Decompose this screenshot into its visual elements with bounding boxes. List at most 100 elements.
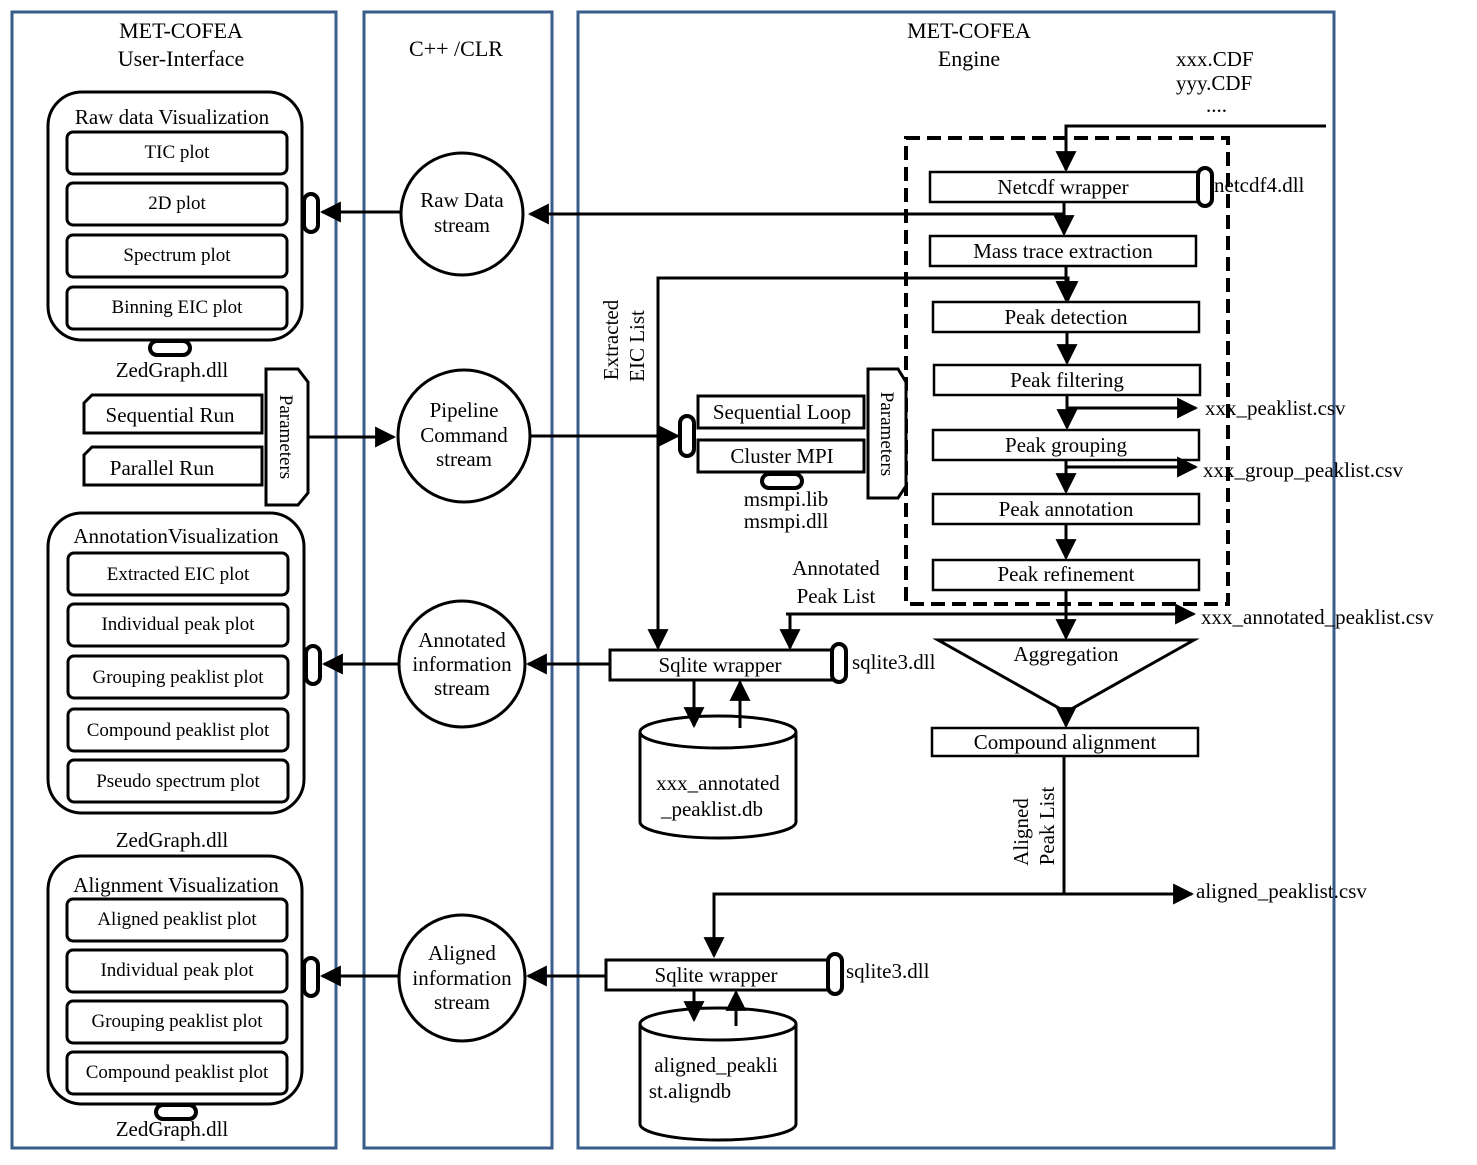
pipeline-step-box <box>928 234 1198 268</box>
annot-vis-item-box[interactable] <box>66 707 290 753</box>
pipeline-step-label: Peak detection <box>1004 305 1128 329</box>
group-peaklist-output-arrow <box>1064 456 1199 478</box>
pipeline-stream-line2: Command <box>420 423 508 447</box>
compound-alignment-label: Compound alignment <box>974 730 1157 754</box>
execution-parameters-shape[interactable] <box>866 367 908 500</box>
align-vis-item-box[interactable] <box>65 948 289 994</box>
run-parameters-label: Parameters <box>275 395 296 479</box>
netcdf-dll: netcdf4.dll <box>1214 173 1305 197</box>
align-vis-connector <box>302 956 320 998</box>
align-vis-item-label: Individual peak plot <box>100 960 254 981</box>
align-vis-item-box[interactable] <box>65 999 289 1045</box>
pipeline-step-box <box>931 492 1201 526</box>
sqlite-bottom-box <box>604 958 830 992</box>
aligned-stream-line1: Aligned <box>428 941 496 965</box>
aligned-db-line1: aligned_peakli <box>654 1053 778 1077</box>
raw-vis-item-box[interactable] <box>65 285 289 331</box>
peaklist-output: xxx_peaklist.csv <box>1205 396 1346 420</box>
sqlite-bottom-label: Sqlite wrapper <box>654 963 777 987</box>
panel-engine <box>576 10 1336 1150</box>
aggregation-shape <box>932 638 1200 714</box>
align-vis-item-box[interactable] <box>65 1050 289 1096</box>
raw-vis-item-label: Binning EIC plot <box>112 297 244 318</box>
annotated-peak-list-line2: Peak List <box>797 584 876 608</box>
align-vis-item-label: Compound peaklist plot <box>86 1062 269 1083</box>
parallel-run-label: Parallel Run <box>110 456 215 480</box>
aligned-stream-line2: information <box>412 966 512 990</box>
annot-vis-group <box>46 511 306 815</box>
extracted-eic-line2: EIC List <box>625 310 649 382</box>
aligned-flow-line <box>703 756 1066 959</box>
pipeline-steps: Netcdf wrapper Mass trace extraction Pea… <box>928 170 1202 592</box>
annot-vis-items: Extracted EIC plot Individual peak plot … <box>66 551 290 804</box>
pipeline-step-label: Peak annotation <box>999 497 1134 521</box>
ui-title-line2: User-Interface <box>118 46 245 71</box>
raw-vis-item-label: 2D plot <box>148 193 206 214</box>
raw-vis-item-box[interactable] <box>65 130 289 176</box>
aligned-db-line2: st.aligndb <box>649 1079 731 1103</box>
align-vis-item-label: Aligned peaklist plot <box>97 909 257 930</box>
run-parameters-shape[interactable] <box>264 367 310 507</box>
annot-vis-item-box[interactable] <box>66 551 290 597</box>
sequential-run-label: Sequential Run <box>106 403 235 427</box>
aligned-peaklist-output: aligned_peaklist.csv <box>1196 879 1367 903</box>
align-vis-dll: ZedGraph.dll <box>116 1117 229 1141</box>
raw-vis-item-label: Spectrum plot <box>123 245 231 266</box>
annot-vis-item-box[interactable] <box>66 602 290 648</box>
align-vis-item-box[interactable] <box>65 897 289 943</box>
aggregation-label: Aggregation <box>1014 642 1119 666</box>
align-vis-item-label: Grouping peaklist plot <box>92 1011 264 1032</box>
annotated-db-line2: _peaklist.db <box>660 797 763 821</box>
peaklist-output-arrow <box>1065 397 1199 419</box>
parallel-run-shape[interactable] <box>82 445 264 487</box>
msmpi-lib: msmpi.lib <box>744 487 829 511</box>
annot-vis-title: AnnotationVisualization <box>73 524 279 548</box>
sqlite-top-connector <box>830 642 848 684</box>
sequential-run-shape[interactable] <box>82 393 264 435</box>
sqlite-top-dll: sqlite3.dll <box>852 650 936 674</box>
raw-vis-connector <box>302 192 320 234</box>
annot-vis-item-label: Extracted EIC plot <box>107 564 250 585</box>
raw-vis-item-box[interactable] <box>65 181 289 227</box>
annot-vis-item-label: Compound peaklist plot <box>87 720 270 741</box>
annot-vis-item-label: Individual peak plot <box>101 614 255 635</box>
pipeline-step-label: Peak filtering <box>1010 368 1124 392</box>
aligned-stream-line3: stream <box>434 990 490 1014</box>
pipeline-step-box <box>931 558 1201 592</box>
netcdf-connector <box>1196 166 1214 208</box>
pipeline-step-box <box>928 170 1202 204</box>
pipeline-stream-line1: Pipeline <box>430 398 499 422</box>
engine-title-line2: Engine <box>938 46 1000 71</box>
raw-data-stream-line1: Raw Data <box>420 188 504 212</box>
sqlite-top-label: Sqlite wrapper <box>658 653 781 677</box>
msmpi-dll: msmpi.dll <box>744 509 829 533</box>
execution-parameters-label: Parameters <box>876 392 897 476</box>
raw-data-stream-circle <box>399 151 525 277</box>
pipeline-step-label: Netcdf wrapper <box>997 175 1128 199</box>
mpi-connector <box>760 472 804 490</box>
cluster-mpi-label: Cluster MPI <box>730 444 833 468</box>
sqlite-bottom-dll: sqlite3.dll <box>846 959 930 983</box>
raw-vis-item-label: TIC plot <box>145 142 211 163</box>
annotated-stream-line3: stream <box>434 676 490 700</box>
annotated-peaklist-output: xxx_annotated_peaklist.csv <box>1201 605 1434 629</box>
annotated-db-line1: xxx_annotated <box>656 771 780 795</box>
raw-data-stream-line2: stream <box>434 213 490 237</box>
aligned-peak-list-line1: Aligned <box>1009 798 1033 866</box>
pipeline-step-label: Peak refinement <box>997 562 1134 586</box>
annot-vis-item-box[interactable] <box>66 758 290 804</box>
sequential-loop-box <box>696 394 866 430</box>
raw-vis-item-box[interactable] <box>65 233 289 279</box>
raw-vis-title: Raw data Visualization <box>75 105 270 129</box>
raw-vis-items: TIC plot 2D plot Spectrum plot Binning E… <box>65 130 289 331</box>
annot-vis-item-box[interactable] <box>66 654 290 700</box>
aligned-stream-circle <box>397 913 527 1043</box>
input-file-1: xxx.CDF <box>1176 47 1254 71</box>
pipeline-stream-line3: stream <box>436 447 492 471</box>
annotated-stream-line2: information <box>412 652 512 676</box>
raw-vis-dll: ZedGraph.dll <box>116 358 229 382</box>
ui-title-line1: MET-COFEA <box>119 18 243 43</box>
raw-vis-dll-connector <box>148 339 192 357</box>
annot-vis-connector <box>304 644 322 686</box>
